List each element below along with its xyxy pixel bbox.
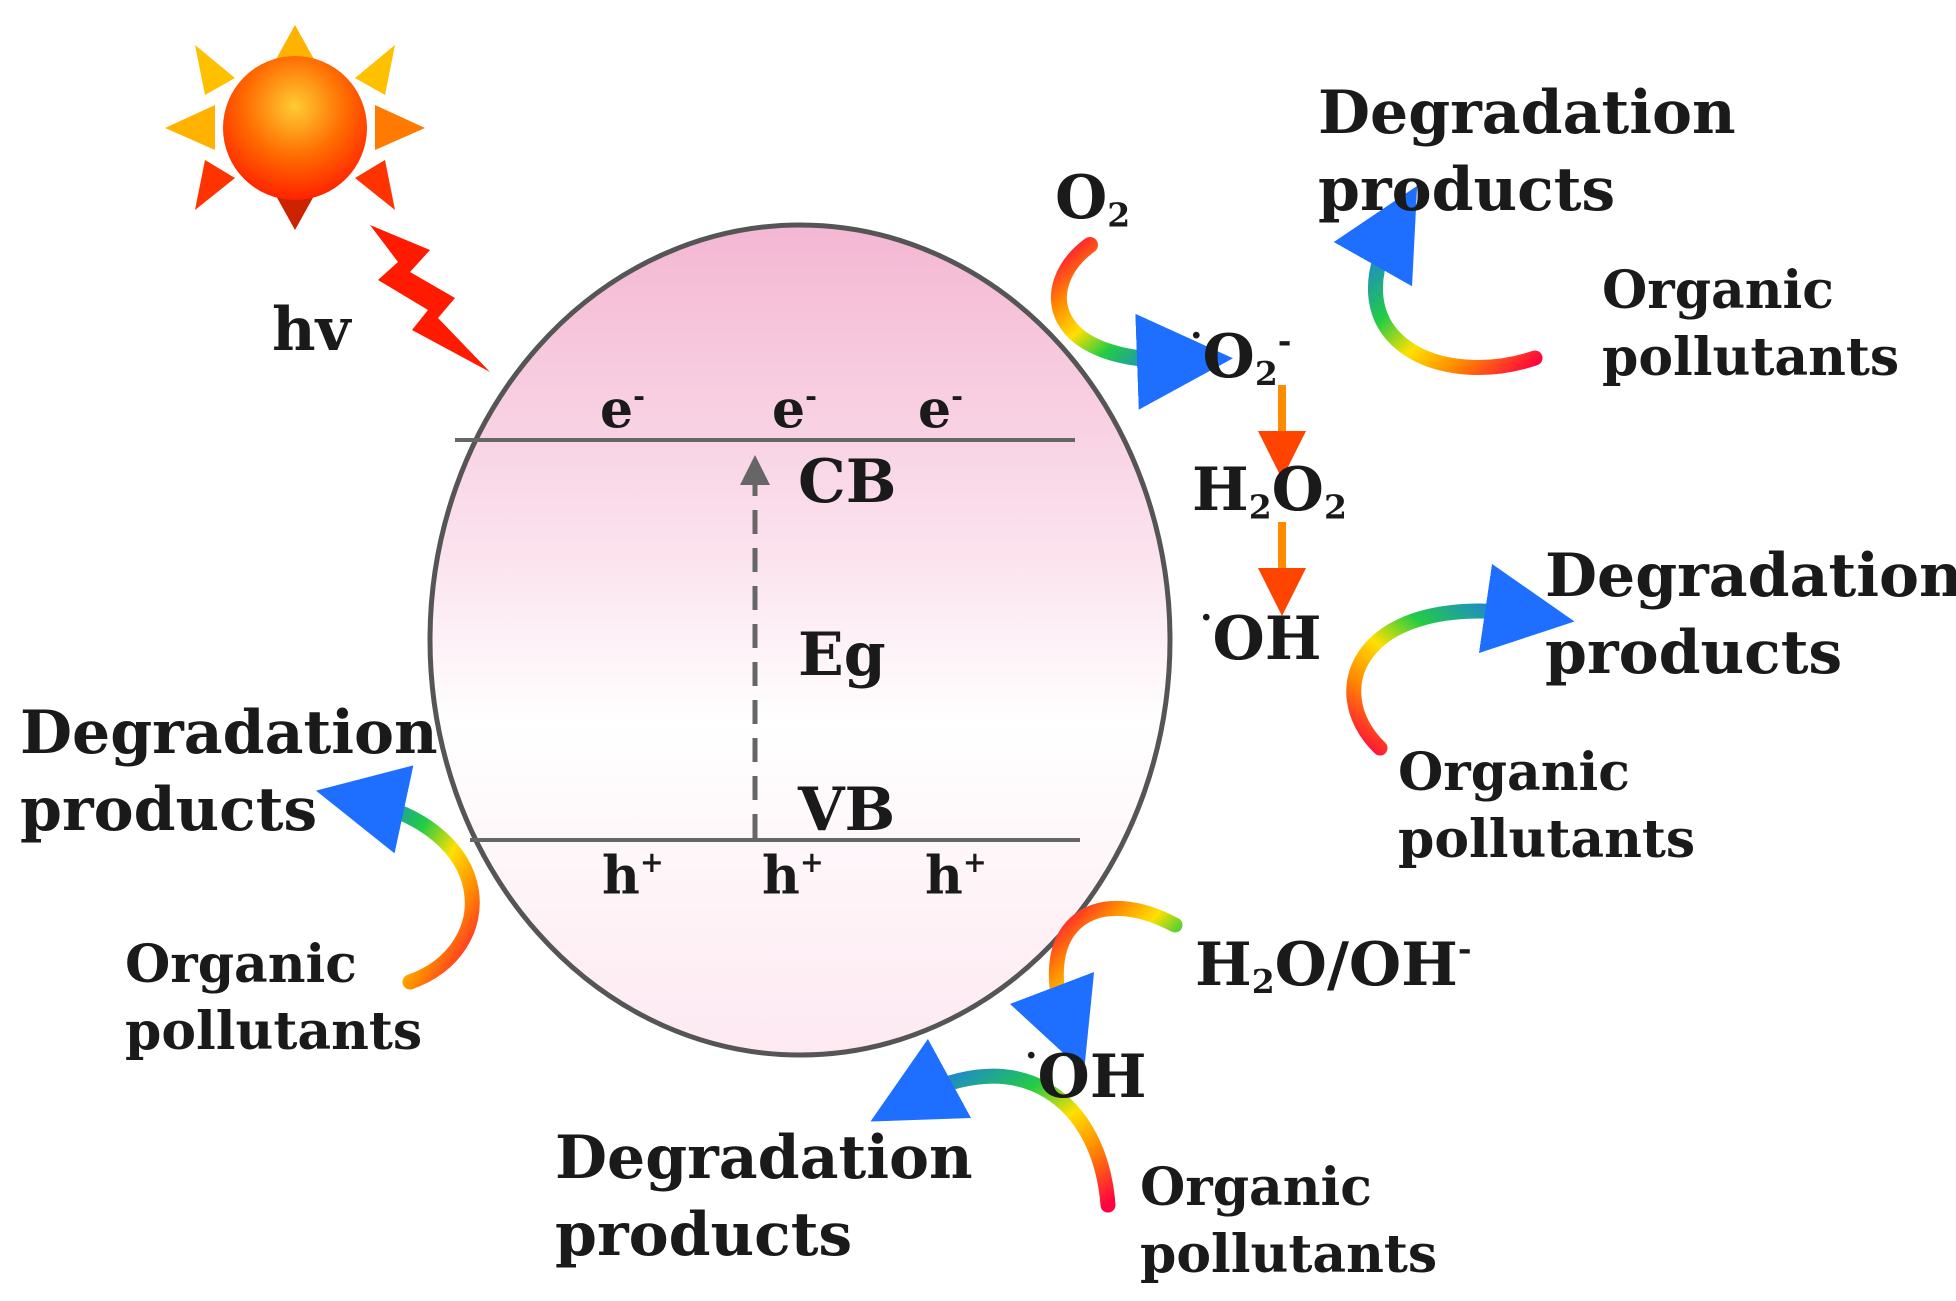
water-hydroxide-label: H2O/OH- — [1195, 929, 1472, 1001]
hydrogen-peroxide-label: H2O2 — [1192, 455, 1347, 527]
degradation-products-left: Degradation products — [20, 698, 438, 845]
electron-label-2: e- — [772, 379, 817, 441]
degradation-arrow-top-right — [1333, 185, 1543, 375]
degradation-products-mid-right: Degradation products — [1545, 541, 1956, 688]
hole-label-2: h+ — [762, 845, 824, 907]
degradation-products-top-right: Degradation products — [1318, 78, 1736, 225]
degradation-arrow-left — [316, 765, 480, 990]
light-label: hv — [272, 295, 351, 365]
water-oxidation-arrow — [1009, 900, 1183, 1073]
electron-label-3: e- — [918, 379, 963, 441]
organic-pollutants-left: Organic pollutants — [125, 934, 423, 1062]
oxygen-label: O2 — [1055, 163, 1131, 235]
organic-pollutants-bottom: Organic pollutants — [1140, 1157, 1438, 1285]
lightning-icon — [370, 225, 490, 372]
hole-label-1: h+ — [602, 845, 664, 907]
degradation-products-bottom: Degradation products — [555, 1123, 973, 1270]
superoxide-radical-label: ·O2- — [1190, 315, 1292, 394]
band-gap-label: Eg — [798, 620, 886, 690]
organic-pollutants-mid-right: Organic pollutants — [1398, 742, 1696, 870]
semiconductor-particle — [427, 222, 1173, 1058]
electron-label-1: e- — [600, 379, 645, 441]
valence-band-label: VB — [798, 775, 896, 845]
oxygen-reduction-arrow — [1050, 237, 1233, 410]
sun-icon — [165, 25, 425, 230]
conduction-band-label: CB — [798, 447, 897, 517]
hole-label-3: h+ — [925, 845, 987, 907]
organic-pollutants-top-right: Organic pollutants — [1602, 260, 1900, 388]
hydroxyl-radical-label-top: ·OH — [1200, 597, 1322, 674]
degradation-arrow-mid-right — [1346, 563, 1575, 756]
degradation-arrow-bottom — [870, 1038, 1116, 1213]
hydroxyl-radical-label-bottom: ·OH — [1025, 1035, 1147, 1112]
